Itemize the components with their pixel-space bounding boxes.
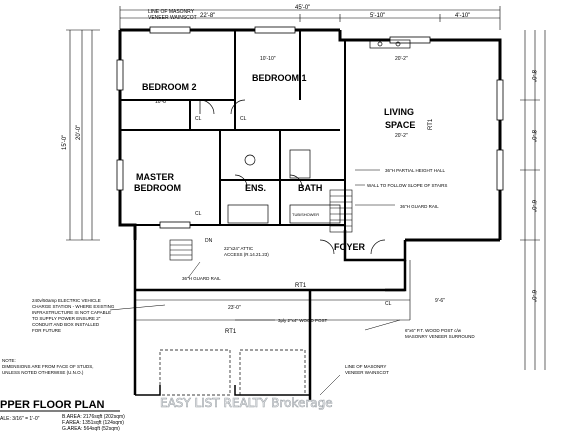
note-masonry-top-2: VENEER WAINSCOT [148,15,197,21]
note-line-2: UNLESS NOTED OTHERWISE (U.N.O.) [2,370,84,375]
room-label-master: MASTER [136,172,175,182]
door-swings [199,99,386,255]
note-wood-post: 3ply 2"x4" WOOD POST [278,318,327,323]
room-label-bedroom-2: BEDROOM 2 [142,82,197,92]
note-ev-5: CONDUIT AND BOX INSTALLED [32,322,100,327]
label-closet-4: CL [385,301,392,307]
note-stair-wall: WALL TO FOLLOW SLOPE OF STAIRS [367,183,447,188]
dim-bedroom-1-width: 10'-10" [260,56,276,62]
left-dimension-lines [66,29,100,241]
area-building: B.AREA: 2176sqft (202sqm) [62,414,125,420]
lower-walls [133,230,407,400]
label-rt1-lower: RT1 [225,329,237,335]
dim-top-left: 22'-8" [200,13,215,19]
label-closet-3: CL [195,211,202,217]
top-dimension-lines [119,6,501,30]
dim-living-width: 20'-2" [395,56,408,62]
room-label-bedroom: BEDROOM [134,183,181,193]
area-garage: G.AREA: 564sqft (52sqm) [62,426,120,432]
fixtures [227,39,411,224]
interior-walls [120,30,346,230]
dim-right-a: 8'-0" [530,70,536,82]
room-label-foyer: FOYER [334,242,366,252]
garage-walls [135,385,310,396]
note-pt-post-2: MASONRY VENEER SURROUND [405,334,475,339]
room-label-living: LIVING [384,107,414,117]
note-masonry-bottom: LINE OF MASONRY [345,364,386,369]
garage-doors [159,349,306,396]
dim-top-right: 4'-10" [455,13,470,19]
note-ev-4: TO SUPPLY POWER ENSURE 2" [32,316,101,321]
dim-right-c: 6'-0" [530,200,536,212]
note-masonry-bottom-2: VENEER WAINSCOT [345,370,389,375]
watermark-text: EASY LIST REALTY Brokerage [160,396,333,410]
label-closet-1: CL [195,116,202,122]
drawing-title: PPER FLOOR PLAN [0,399,105,411]
dim-right-d: 6'-0" [530,290,536,302]
note-ev-2: CHARGE STATION - WHERE EXISTING [32,304,115,309]
note-attic-1: 22"x24" ATTIC [224,246,254,251]
note-guard-rail-right: 36"H GUARD RAIL [400,204,439,209]
dim-left-a: 15'-0" [62,135,68,150]
label-closet-2: CL [240,116,247,122]
room-label-space: SPACE [385,120,415,130]
note-title: NOTE: [2,358,16,363]
dim-hall-width: 9'-6" [435,298,445,304]
drawing-scale: ALE: 3/16" = 1'-0" [0,416,40,422]
dim-bedroom-2-width: 10'-8" [155,99,168,105]
label-tub-shower: TUB/SHOWER [292,212,319,217]
note-partial-height-hall: 36"H PARTIAL HEIGHT HALL [385,168,445,173]
label-rt1-middle: RT1 [295,283,307,289]
note-ev-3: INFRASTRUCTURE IS NOT CAPABLE [32,310,111,315]
dim-left-b: 20'-0" [76,125,82,140]
dim-garage-width: 23'-0" [228,305,241,311]
note-masonry-top: LINE OF MASONRY [148,9,195,15]
room-label-bath: BATH [298,183,322,193]
note-guard-rail-left: 36"H GUARD RAIL [182,276,221,281]
leader-lines [109,169,401,396]
dim-living-width-2: 20'-2" [395,133,408,139]
windows [116,26,504,229]
note-attic-2: ACCESS (R.14.21.23) [224,252,269,257]
note-ev-1: 240v/50amp ELECTRIC VEHICLE [32,298,101,303]
room-label-bedroom-1: BEDROOM 1 [252,73,307,83]
dim-top-mid: 5'-10" [370,13,385,19]
exterior-walls [118,28,502,242]
dim-right-b: 8'-0" [530,130,536,142]
label-rt1-vertical: RT1 [428,118,434,130]
area-floor: F.AREA: 1351sqft (124sqm) [62,420,124,426]
note-line-1: DIMENSIONS ARE FROM FACE OF STUDS, [2,364,94,369]
note-ev-6: FOR FUTURE [32,328,61,333]
label-down: DN [205,238,213,244]
dim-overall-width: 45'-0" [295,5,310,11]
note-pt-post-1: 6"x6" P.T. WOOD POST c/w [405,328,462,333]
staircase [169,189,353,261]
room-label-ensuite: ENS. [245,183,266,193]
right-dimension-lines [520,30,546,370]
